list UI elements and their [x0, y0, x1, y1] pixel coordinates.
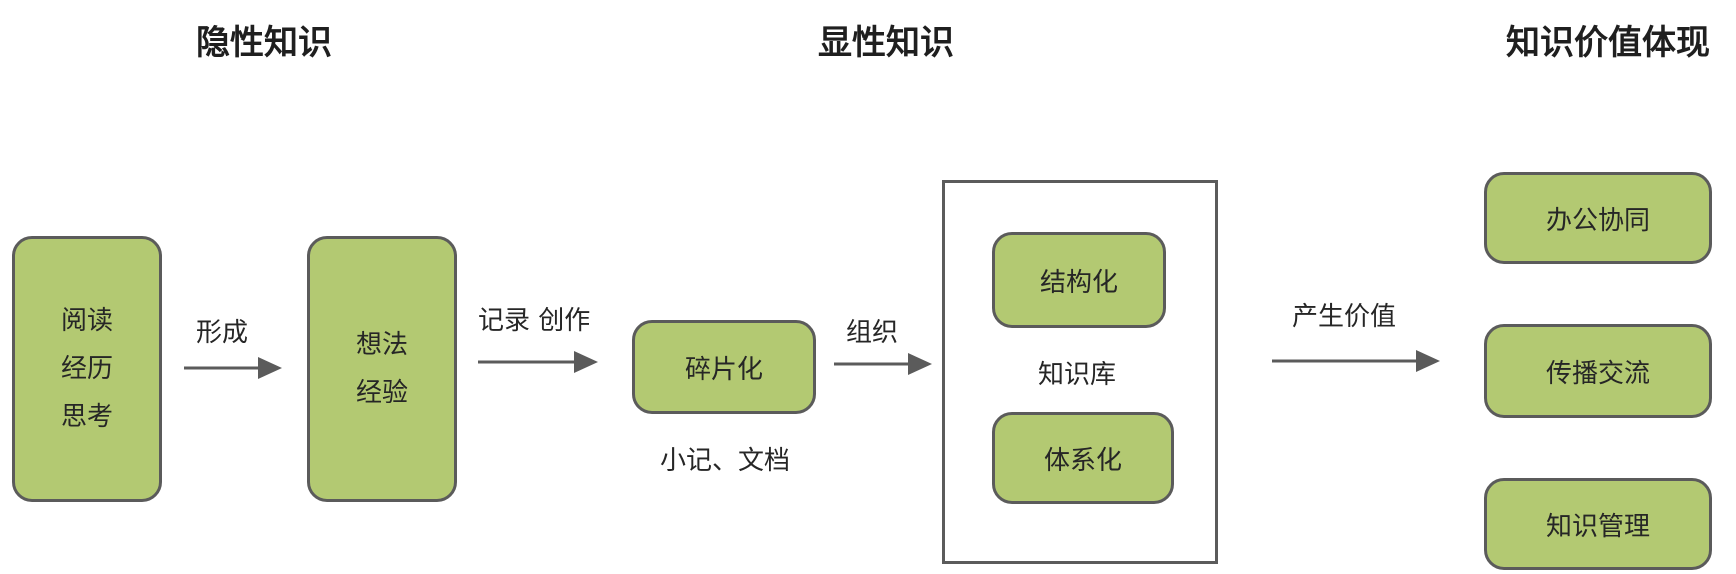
label-produce-value: 产生价值 — [1292, 302, 1397, 332]
label-record-create: 记录 创作 — [478, 306, 591, 336]
node-systematic: 体系化 — [992, 412, 1174, 504]
node-ideas-line-2: 经验 — [355, 378, 408, 408]
arrow-form — [184, 357, 282, 379]
node-structured: 结构化 — [992, 232, 1166, 328]
label-knowledge-base: 知识库 — [1038, 360, 1117, 390]
node-ideas-experience: 想法 经验 — [307, 236, 457, 502]
label-notes-documents: 小记、文档 — [660, 446, 791, 476]
knowledge-base-container — [942, 180, 1218, 564]
label-organize: 组织 — [846, 318, 899, 348]
node-knowledge-management: 知识管理 — [1484, 478, 1712, 570]
node-fragmented: 碎片化 — [632, 320, 816, 414]
heading-tacit-knowledge: 隐性知识 — [196, 23, 332, 63]
arrow-record — [478, 351, 598, 373]
node-ideas-line-1: 想法 — [355, 330, 408, 360]
heading-knowledge-value: 知识价值体现 — [1506, 23, 1710, 63]
heading-explicit-knowledge: 显性知识 — [818, 23, 954, 63]
arrow-produce-value — [1272, 350, 1440, 372]
label-form: 形成 — [196, 318, 249, 348]
node-reading-line-3: 思考 — [60, 402, 113, 432]
node-reading-line-1: 阅读 — [60, 306, 113, 336]
node-office-collaboration: 办公协同 — [1484, 172, 1712, 264]
node-spread-communication: 传播交流 — [1484, 324, 1712, 418]
node-reading-experience-thinking: 阅读 经历 思考 — [12, 236, 162, 502]
arrow-organize — [834, 353, 932, 375]
node-reading-line-2: 经历 — [60, 354, 113, 384]
